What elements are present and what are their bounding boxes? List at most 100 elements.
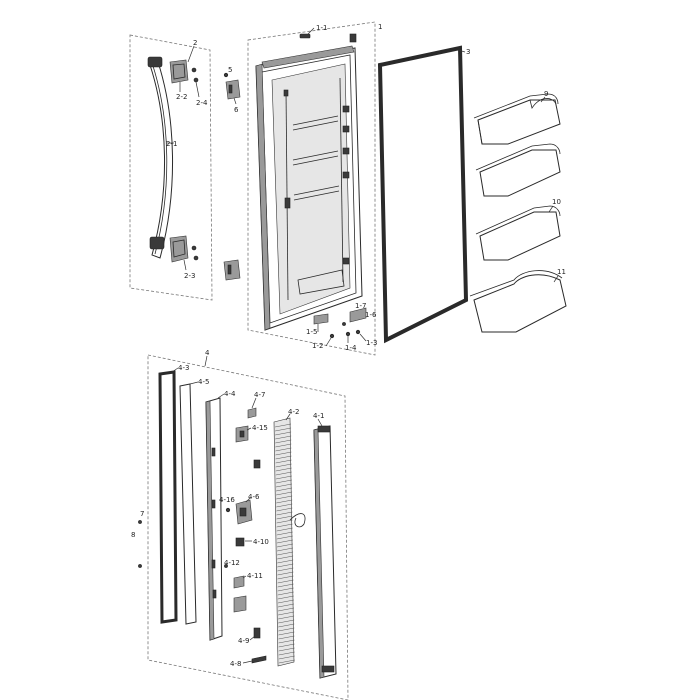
heater-mesh-line [277, 587, 294, 592]
door-bin-11 [469, 270, 567, 333]
frame-clip-4 [212, 589, 217, 599]
handle-assembly: 2 2-2 2-4 2-1 2-3 [129, 34, 213, 301]
label-2-3: 2-3 [184, 272, 195, 280]
flap-front-top-cap [317, 425, 331, 433]
leader-4-6 [245, 497, 251, 503]
label-1-1: 1-1 [316, 24, 327, 32]
heater-mesh-line [278, 635, 295, 640]
heater-mesh-line [277, 595, 294, 600]
label-8: 8 [131, 531, 135, 539]
handle-top-bracket [169, 59, 189, 84]
leader-4-8 [242, 660, 253, 664]
flap-part-4-10 [235, 537, 245, 547]
flap-frame-edge [205, 400, 215, 641]
screw-2-3b [193, 255, 199, 261]
heater-mesh-line [277, 559, 294, 564]
leader-4-9 [249, 635, 256, 641]
leader-2-4 [195, 81, 200, 98]
liner-clip-top [283, 89, 289, 97]
part-4-15-slot [239, 430, 245, 438]
part-4-6-slot [239, 507, 247, 517]
flap-part-4-8 [251, 655, 267, 664]
handle-bar [149, 61, 174, 259]
door-bin-9a [473, 93, 561, 145]
label-4-3: 4-3 [178, 364, 189, 372]
bin-11-rim [469, 270, 563, 297]
heater-mesh-line [276, 503, 293, 508]
flap-strip-4-5 [179, 383, 197, 625]
shelf-clip-4 [342, 171, 350, 179]
heater-mesh-line [278, 643, 295, 648]
heater-mesh-line [275, 471, 292, 476]
frame-clip-1 [211, 447, 216, 457]
leader-1-3 [359, 333, 367, 342]
screw-5 [223, 72, 229, 78]
leader-4-11 [242, 575, 247, 579]
leader-10 [548, 205, 554, 213]
leader-1-2 [325, 337, 332, 347]
flap-assembly: 4 4-3 4-5 4-4 4-7 4-15 4-16 [131, 349, 349, 700]
heater-mesh-line [277, 607, 295, 612]
label-4-11: 4-11 [247, 572, 263, 580]
heater-mesh-line [276, 491, 293, 496]
leader-4 [204, 355, 208, 367]
heater-mesh-line [278, 639, 295, 644]
heater-mesh-line [275, 435, 292, 440]
label-6: 6 [234, 106, 239, 114]
handle-bottom-bracket [169, 235, 189, 263]
label-1-7: 1-7 [355, 302, 366, 310]
heater-mesh-line [276, 547, 294, 552]
liner-ledge-2b [292, 155, 339, 166]
label-1-2: 1-2 [312, 342, 323, 350]
liner-ledge-3b [293, 190, 340, 201]
label-4-10: 4-10 [253, 538, 269, 546]
screw-7 [138, 520, 142, 524]
frame-clip-3 [211, 559, 216, 569]
flap-lower-bracket [233, 595, 247, 613]
leader-6 [233, 97, 237, 105]
heater-wire [289, 513, 306, 528]
label-1-6: 1-6 [365, 311, 377, 319]
upper-hinge-bracket [225, 79, 241, 100]
label-2-2: 2-2 [176, 93, 187, 101]
heater-mesh-line [277, 599, 294, 604]
heater-mesh-line [276, 519, 293, 524]
heater-mesh-lines [274, 423, 295, 664]
heater-mesh-line [276, 523, 293, 528]
handle-bottom-bracket-face [172, 239, 186, 258]
label-4-16: 4-16 [219, 496, 235, 504]
label-9: 9 [544, 90, 548, 98]
bin-9b-body [479, 149, 561, 197]
flap-gasket-4-3 [158, 370, 178, 624]
heater-mesh-line [275, 487, 293, 492]
label-4: 4 [205, 349, 210, 357]
heater-mesh-line [275, 483, 293, 488]
screw-4-12 [224, 564, 228, 568]
liner-rib-right [339, 77, 344, 283]
handle-top-bracket-face [172, 63, 186, 80]
leader-2-3 [183, 259, 187, 271]
heater-mesh-line [277, 583, 294, 588]
door-gasket: 3 [377, 45, 470, 344]
heater-mesh-line [275, 443, 292, 448]
heater-mesh-line [275, 455, 292, 460]
label-4-4: 4-4 [224, 390, 236, 398]
heater-mesh-line [277, 591, 294, 596]
leader-2 [187, 45, 195, 63]
shelf-clip-2 [342, 125, 350, 133]
flap-group-boundary [147, 354, 349, 700]
label-4-9: 4-9 [238, 637, 249, 645]
heater-mesh-line [275, 463, 292, 468]
label-2-4: 2-4 [196, 99, 208, 107]
screw-1-3 [355, 329, 361, 335]
heater-mesh-line [275, 447, 292, 452]
label-1-4: 1-4 [345, 344, 357, 352]
heater-mesh-line [277, 571, 294, 576]
leader-3 [457, 49, 466, 53]
label-1-5: 1-5 [306, 328, 317, 336]
shelf-clip-3 [342, 147, 350, 155]
heater-mesh-line [276, 495, 293, 500]
liner-ledge-1 [292, 115, 339, 126]
heater-mesh-line [278, 619, 295, 624]
